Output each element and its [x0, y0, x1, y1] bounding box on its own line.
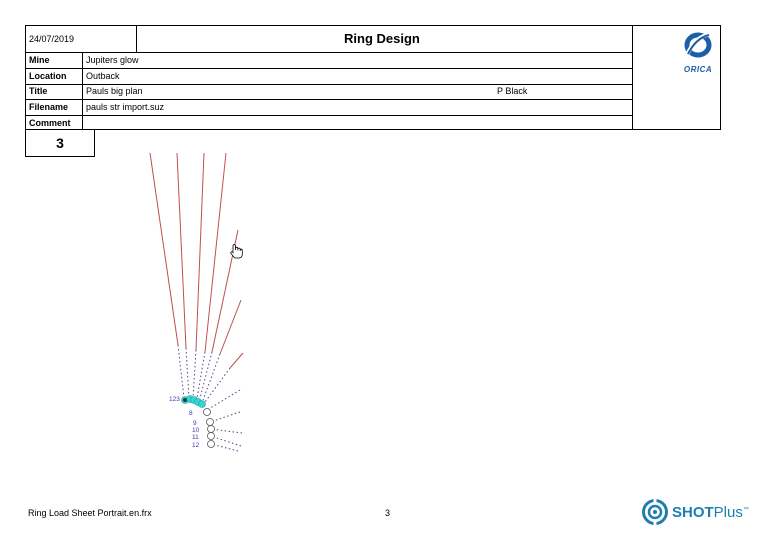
hole-charge-6	[219, 299, 242, 355]
hole-charge-2	[176, 152, 187, 349]
ring-number-box: 3	[25, 130, 95, 157]
hole-collar-3	[192, 349, 197, 399]
collar-marker-10	[207, 425, 215, 433]
label-divider	[82, 52, 83, 130]
hole-collar-11	[210, 435, 242, 447]
hole-charge-1	[149, 152, 179, 346]
hole-collar-6	[202, 353, 221, 401]
row-line	[26, 68, 632, 69]
collar-marker-9	[206, 418, 214, 426]
hole-collar-1	[177, 344, 185, 399]
field-label-location: Location	[29, 71, 67, 81]
orica-wordmark: ORICA	[683, 65, 713, 74]
header-table: 24/07/2019 Ring Design Mine Jupiters glo…	[25, 25, 721, 130]
hole-charge-4	[204, 152, 227, 353]
hole-labels: 123 8 9 10 11 12	[169, 396, 200, 449]
highlighted-holes	[181, 395, 206, 408]
field-value-author: P Black	[497, 86, 528, 96]
field-value-title: Pauls big plan	[86, 86, 143, 96]
field-value-location: Outback	[86, 71, 120, 81]
hole-label: 8	[189, 410, 193, 417]
template-name: Ring Load Sheet Portrait.en.frx	[28, 508, 152, 518]
field-value-mine: Jupiters glow	[86, 55, 139, 65]
field-label-filename: Filename	[29, 102, 69, 112]
uncharged-hole-lines	[177, 344, 243, 452]
logo-divider	[632, 26, 633, 130]
hole-collar-12	[210, 443, 239, 452]
row-line	[26, 99, 632, 100]
report-title: Ring Design	[344, 31, 420, 46]
trademark: ™	[742, 507, 749, 513]
collar-marker-12	[207, 440, 215, 448]
hole-label: 12	[192, 442, 200, 449]
collar-marker-8	[203, 408, 211, 416]
hole-charge-3	[195, 152, 205, 351]
hole-pivot	[183, 398, 187, 402]
collar-markers	[203, 408, 215, 448]
field-label-mine: Mine	[29, 55, 50, 65]
orica-logo: ORICA	[678, 30, 718, 74]
hole-label: 10	[192, 427, 200, 434]
row-line	[26, 115, 632, 116]
hole-collar-9	[209, 411, 241, 423]
hole-collar-10	[210, 428, 243, 434]
hole-collar-7	[204, 367, 231, 403]
charged-hole-lines	[149, 152, 244, 369]
hole-collar-8	[206, 389, 241, 411]
hole-collar-2	[185, 347, 190, 399]
hole-label: 11	[192, 434, 199, 441]
hole-charge-7	[229, 352, 244, 369]
orica-emblem-icon	[684, 32, 712, 58]
shotplus-logo: SHOTPlus™	[642, 499, 752, 527]
shotplus-target-icon	[642, 499, 668, 525]
brand-main: SHOT	[672, 504, 714, 521]
hand-pointer-icon	[230, 244, 243, 259]
brand-suffix: Plus	[713, 504, 743, 521]
hole-label: 123	[169, 396, 180, 403]
field-label-comment: Comment	[29, 118, 71, 128]
collar-marker-11	[207, 432, 215, 440]
date-divider	[136, 26, 137, 52]
row-line	[26, 84, 632, 85]
row-line	[26, 52, 632, 53]
hole-label: 9	[193, 420, 197, 427]
shotplus-wordmark: SHOTPlus™	[672, 504, 749, 521]
field-value-filename: pauls str import.suz	[86, 102, 165, 112]
hole-collar-5	[199, 351, 213, 399]
hole-collar-4	[196, 351, 206, 399]
highlight-marker	[198, 400, 206, 408]
report-date: 24/07/2019	[29, 34, 75, 44]
page-number: 3	[385, 508, 391, 518]
field-label-title: Title	[29, 86, 48, 96]
